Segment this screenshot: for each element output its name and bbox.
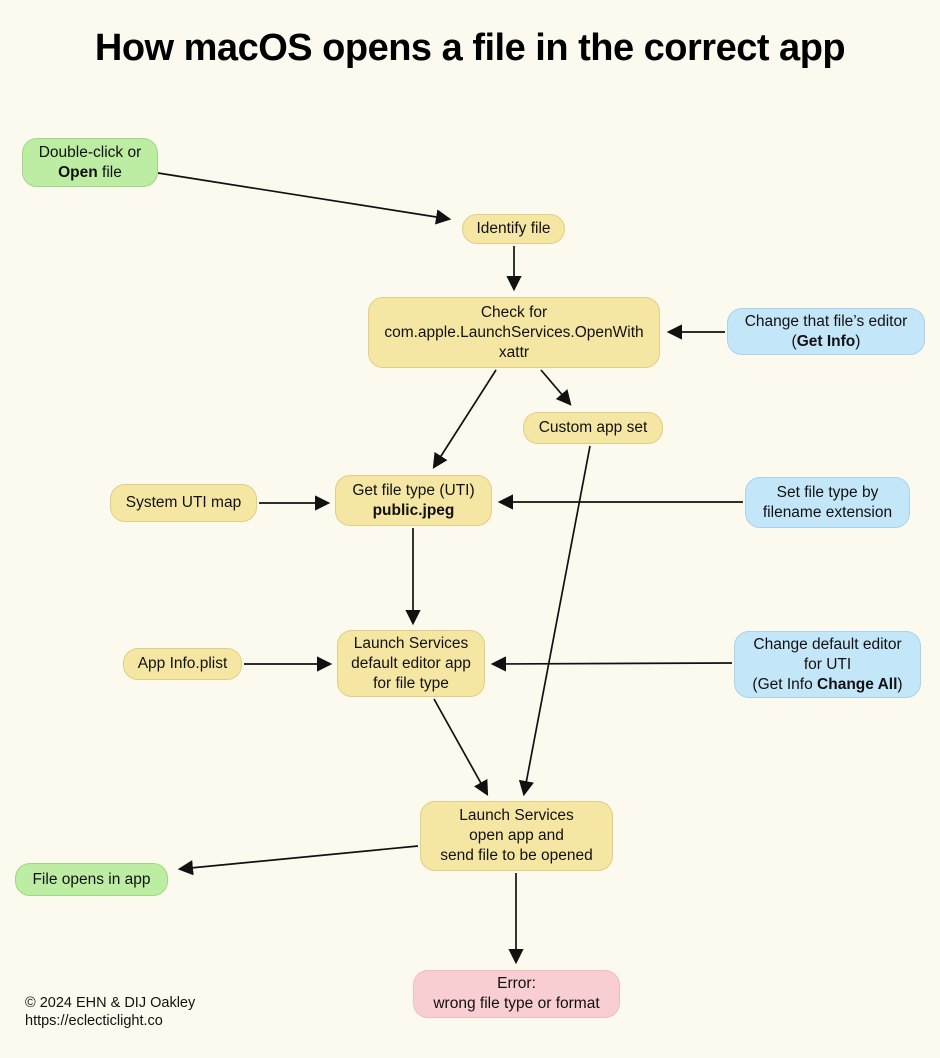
node-launch-services-default-editor: Launch Services default editor app for f… <box>337 630 485 697</box>
node-text-line: Check for <box>480 303 548 321</box>
node-text-line: default editor app <box>351 654 471 672</box>
arrow-lsdefault-to-lsopen <box>433 698 489 797</box>
node-launch-services-open-app: Launch Services open app and send file t… <box>420 801 613 871</box>
node-identify-file: Identify file <box>462 214 565 244</box>
node-text-line: Error: <box>497 975 536 992</box>
node-text-line: System UTI map <box>125 494 242 511</box>
page-title: How macOS opens a file in the correct ap… <box>94 27 846 69</box>
node-system-uti-map: System UTI map <box>110 484 257 522</box>
arrow-customappset-to-lsopen <box>518 445 591 797</box>
node-double-click-or-open-file: Double-click or Open file <box>22 138 158 187</box>
node-text-line: open app and <box>469 827 564 844</box>
node-text-line: Get file type (UTI) <box>352 481 475 499</box>
node-text-line: Launch Services <box>459 807 574 824</box>
node-get-file-type-uti: Get file type (UTI) public.jpeg <box>335 475 492 526</box>
node-text-line: com.apple.LaunchServices.OpenWith <box>384 323 644 341</box>
node-text-line: (Get Info Change All) <box>752 675 903 693</box>
node-text-line: for file type <box>373 674 449 692</box>
node-change-default-editor-for-uti: Change default editor for UTI (Get Info … <box>734 631 921 698</box>
node-text-line: for UTI <box>803 655 852 673</box>
node-text-line: Launch Services <box>353 634 469 652</box>
node-text-line: public.jpeg <box>372 501 455 519</box>
arrow-lsopen-to-fileopens <box>177 845 419 876</box>
node-custom-app-set: Custom app set <box>523 412 663 444</box>
node-file-opens-in-app: File opens in app <box>15 863 168 896</box>
arrow-check-to-getfiletype <box>432 369 497 469</box>
node-text-line: xattr <box>498 343 530 361</box>
node-set-file-type-by-extension: Set file type by filename extension <box>745 477 910 528</box>
copyright-url: https://eclecticlight.co <box>25 1012 163 1029</box>
node-text-line: Change default editor <box>753 635 902 653</box>
copyright-footer: © 2024 EHN & DIJ Oakley https://eclectic… <box>25 995 195 1030</box>
copyright-line: © 2024 EHN & DIJ Oakley <box>25 995 196 1011</box>
node-text-line: Double-click or <box>38 143 142 161</box>
node-change-that-files-editor: Change that file’s editor (Get Info) <box>727 308 925 355</box>
node-text-line: Identify file <box>476 220 551 237</box>
node-app-info-plist: App Info.plist <box>123 648 242 680</box>
node-text-line: App Info.plist <box>137 655 228 672</box>
node-text-line: Open file <box>58 163 122 181</box>
node-text-line: File opens in app <box>32 870 151 888</box>
node-text-line: Custom app set <box>538 419 648 436</box>
node-text-line: Set file type by <box>776 483 879 501</box>
node-check-openwith-xattr: Check for com.apple.LaunchServices.OpenW… <box>368 297 660 368</box>
node-text-line: send file to be opened <box>440 847 593 864</box>
arrow-check-to-customappset <box>540 369 572 406</box>
node-text-line: Change that file’s editor <box>744 312 908 330</box>
arrow-doubleclick-to-identify <box>157 172 452 225</box>
node-text-line: wrong file type or format <box>433 995 600 1012</box>
node-error-wrong-file-type: Error: wrong file type or format <box>413 970 620 1018</box>
arrow-changedefault-to-lsdefault <box>490 656 733 672</box>
node-text-line: filename extension <box>762 503 893 521</box>
node-text-line: (Get Info) <box>791 332 861 350</box>
